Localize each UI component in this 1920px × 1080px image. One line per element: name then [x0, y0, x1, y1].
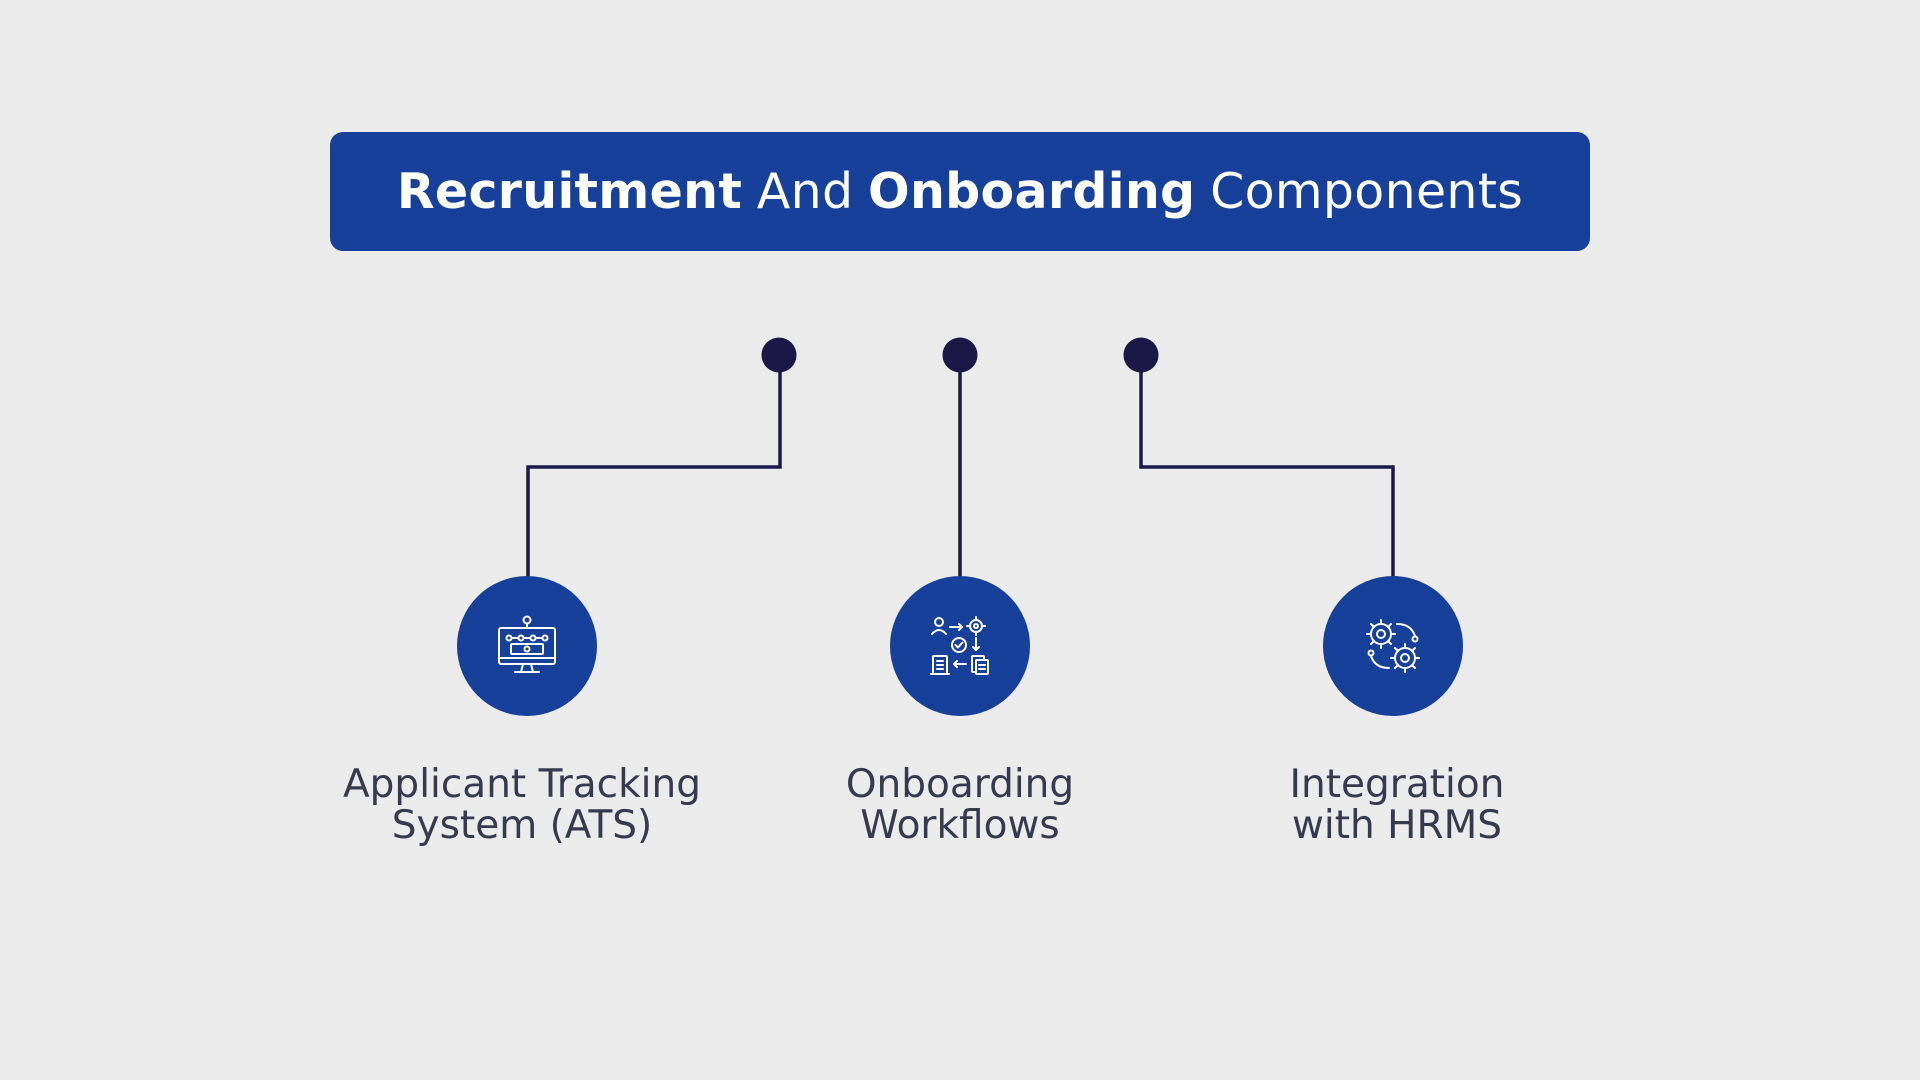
component-label-integration: Integration with HRMS — [1177, 764, 1617, 846]
component-label-ats-line1: Applicant Tracking — [343, 762, 701, 807]
title-word-components: Components — [1210, 163, 1524, 220]
connector-dot-onboarding — [942, 337, 978, 373]
title-word-onboarding: Onboarding — [868, 163, 1196, 220]
workflow-cycle-icon — [930, 616, 989, 675]
component-label-integration-line2: with HRMS — [1292, 803, 1502, 848]
connector-dot-integration — [1123, 337, 1159, 373]
connector-line-integration — [1139, 355, 1395, 577]
component-label-onboarding: Onboarding Workflows — [740, 764, 1180, 846]
component-label-integration-line1: Integration — [1289, 762, 1505, 807]
connector-dot-ats — [761, 337, 797, 373]
component-label-ats-line2: System (ATS) — [391, 803, 653, 848]
connector-line-ats — [526, 355, 782, 577]
gears-integration-icon — [1366, 619, 1420, 673]
title-word-and: And — [756, 163, 854, 220]
component-circle-onboarding — [890, 576, 1030, 716]
component-circle-integration — [1323, 576, 1463, 716]
component-label-ats: Applicant Tracking System (ATS) — [302, 764, 742, 846]
component-circle-ats — [457, 576, 597, 716]
component-label-onboarding-line2: Workflows — [860, 803, 1060, 848]
monitor-progress-icon — [498, 615, 556, 673]
title-word-recruitment: Recruitment — [396, 163, 743, 220]
component-label-onboarding-line1: Onboarding — [845, 762, 1075, 807]
